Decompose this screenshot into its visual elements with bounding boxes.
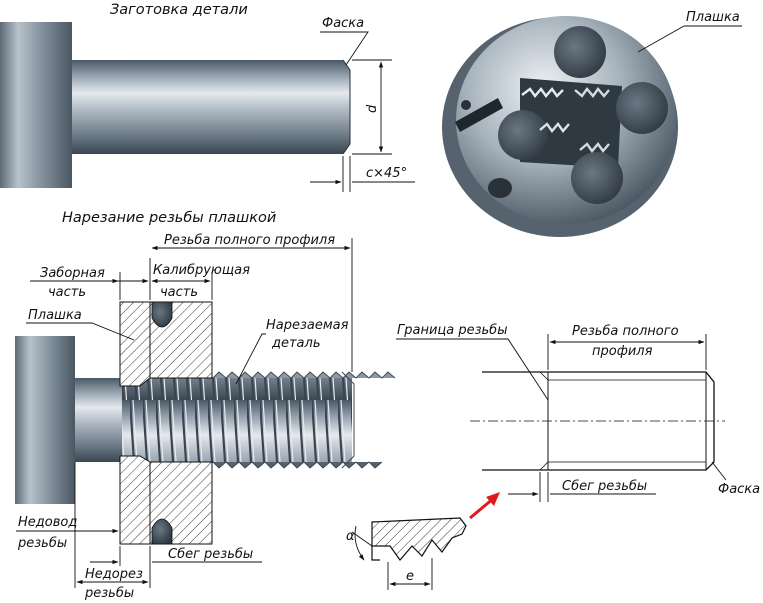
- chamfer-right-leader: [711, 461, 727, 481]
- section-extension-lines: [119, 238, 353, 372]
- label-calibrating-1: Калибрующая: [153, 263, 250, 278]
- die-illustration: [442, 16, 678, 237]
- diameter-extension-lines: [352, 59, 392, 155]
- label-intake-2: часть: [48, 285, 86, 300]
- label-diameter: d: [365, 104, 380, 113]
- blank-part: [0, 22, 351, 188]
- red-pointer-arrowhead: [486, 492, 500, 506]
- die-section: [119, 301, 213, 545]
- blank-head: [0, 22, 72, 188]
- label-undercut-2: резьбы: [17, 536, 67, 551]
- label-runout: Сбег резьбы: [562, 479, 647, 494]
- bottom-extension-lines: [74, 462, 151, 588]
- label-intake-1: Заборная: [40, 266, 105, 281]
- threaded-part-leader: [235, 333, 266, 385]
- threaded-part: [15, 336, 396, 504]
- label-threaded-part-1: Нарезаемая: [266, 318, 349, 333]
- label-runout-die: Сбег резьбы: [168, 547, 253, 562]
- title-threading: Нарезание резьбы плашкой: [62, 210, 276, 226]
- title-blank: Заготовка детали: [110, 2, 248, 18]
- label-incomplete-1: Недорез: [85, 567, 143, 582]
- label-die: Плашка: [686, 10, 740, 25]
- chamfer-leader: [320, 31, 369, 66]
- runout-extension-lines: [539, 472, 549, 502]
- label-die-section: Плашка: [28, 308, 82, 323]
- thread-profile-detail: [351, 517, 467, 590]
- die-section-leader: [26, 322, 135, 341]
- label-threaded-part-2: деталь: [271, 336, 321, 351]
- threaded-shaft: [122, 378, 352, 462]
- label-thread-boundary: Граница резьбы: [397, 323, 507, 338]
- die-leader: [637, 25, 742, 53]
- thread-drawing: [470, 371, 725, 471]
- label-incomplete-2: резьбы: [84, 586, 134, 601]
- label-undercut-1: Недовод: [18, 515, 77, 530]
- label-chamfer-size: c×45°: [366, 166, 407, 181]
- chamfer-extension-lines: [342, 156, 351, 192]
- label-e: e: [406, 569, 414, 584]
- label-calibrating-2: часть: [160, 285, 198, 300]
- label-alpha: α: [346, 529, 355, 544]
- blank-shaft: [72, 60, 350, 154]
- label-chamfer: Фаска: [322, 16, 364, 31]
- right-extension-lines: [547, 334, 707, 370]
- thread-boundary-leader: [396, 338, 549, 401]
- threaded-part-neck: [75, 378, 125, 462]
- label-full-profile-2: профиля: [592, 344, 653, 359]
- label-chamfer-right: Фаска: [718, 482, 760, 497]
- threaded-part-head: [15, 336, 75, 504]
- label-full-profile-1: Резьба полного: [572, 324, 679, 339]
- label-full-profile-thread: Резьба полного профиля: [164, 233, 335, 248]
